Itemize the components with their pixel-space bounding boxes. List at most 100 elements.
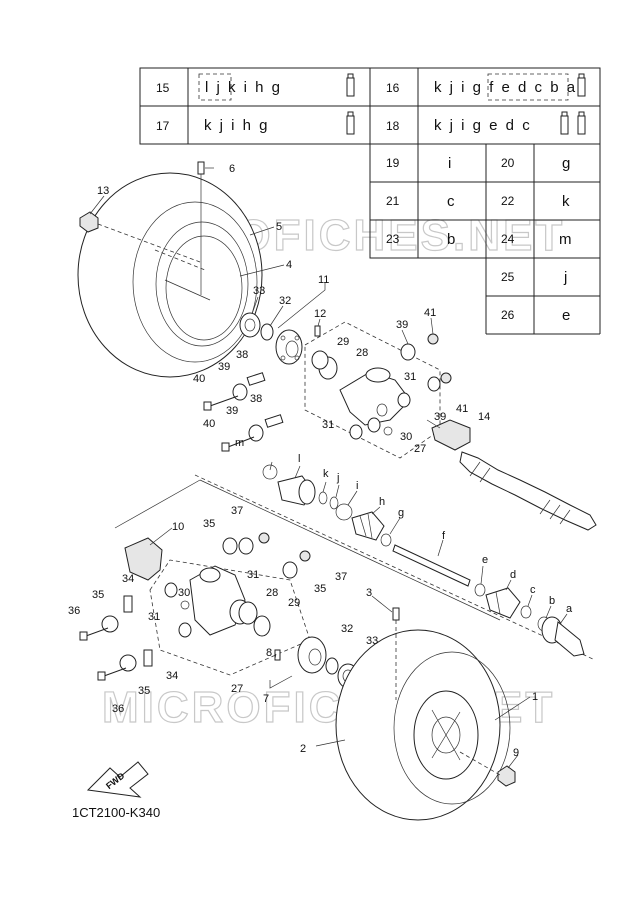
callout-12: 12 [314, 308, 326, 320]
band-g [380, 533, 392, 547]
stud-bolt-12 [314, 325, 321, 337]
clip-c [520, 605, 532, 619]
callout-g: g [398, 507, 404, 519]
callout-39-left-a: 39 [218, 361, 230, 373]
callout-9: 9 [513, 747, 519, 759]
callout-i: i [356, 480, 358, 492]
circlip-30-upper [383, 426, 393, 436]
callout-j: j [336, 472, 339, 484]
kit-row-18-num: 18 [386, 119, 400, 133]
ref-20-num: 20 [501, 156, 515, 170]
callout-2: 2 [300, 743, 306, 755]
kit-16-dashed-box [487, 73, 569, 101]
ref-table: 19 i 20 g 21 c 22 k 23 b 24 m 25 j 26 e [369, 143, 601, 335]
ref-23-letter: b [447, 231, 457, 248]
knuckle-lower [189, 565, 251, 636]
grease-tube-icon [346, 73, 355, 97]
leader-lines [89, 167, 568, 769]
cv-joint-a [541, 616, 585, 657]
callout-l: l [298, 453, 300, 465]
boot-h [351, 511, 385, 541]
callout-39-right: 39 [434, 411, 446, 423]
cv-joint-l [277, 475, 316, 506]
grease-tube-icon [577, 73, 586, 97]
callout-7: 7 [263, 693, 269, 705]
grease-tube-icon [346, 111, 355, 135]
kit-row-15-num: 15 [156, 81, 170, 95]
ref-24-letter: m [559, 231, 574, 248]
kit-row-17-num: 17 [156, 119, 170, 133]
drive-shaft-assembly [459, 451, 597, 531]
valve-stem-lower [392, 607, 400, 700]
hub-lower [297, 636, 327, 674]
callout-30-upper: 30 [400, 431, 412, 443]
valve-stem [197, 161, 205, 295]
kit-row-16-letters: k j i g f e d c b a [434, 79, 577, 96]
callout-39-left-b: 39 [226, 405, 238, 417]
callout-35-bottom: 35 [138, 685, 150, 697]
callout-35-left: 35 [92, 589, 104, 601]
callout-38-bottom: 38 [250, 393, 262, 405]
bushings-lower [164, 532, 311, 638]
callout-29-lower: 29 [288, 597, 300, 609]
clip-k [318, 491, 328, 505]
callout-m-text: m [235, 437, 244, 449]
callout-6: 6 [229, 163, 235, 175]
callout-35-right: 35 [314, 583, 326, 595]
callout-k: k [323, 468, 329, 480]
kit-row-17-letters: k j i h g [204, 117, 270, 134]
seal-32-upper [260, 323, 274, 341]
bracket-14 [431, 419, 471, 451]
callout-5: 5 [276, 221, 282, 233]
callout-4: 4 [286, 259, 292, 271]
ref-26-letter: e [562, 307, 572, 324]
wheel-nut-lower [459, 751, 516, 787]
callout-a: a [566, 603, 573, 615]
callouts: 6 13 5 4 11 33 32 12 39 41 29 28 38 39 4… [68, 163, 573, 759]
kit-table: 15 l j k i h g 16 k j i g f e d c b a 17… [139, 67, 601, 145]
rear-tire-lower [335, 629, 511, 821]
callout-34-top: 34 [122, 573, 134, 585]
callout-13: 13 [97, 185, 109, 197]
callout-40-bottom: 40 [203, 418, 215, 430]
band-i [335, 503, 353, 521]
callout-37-top: 37 [231, 505, 243, 517]
clip-j [329, 496, 339, 510]
callout-14: 14 [478, 411, 490, 423]
callout-h: h [379, 496, 385, 508]
ref-25-num: 25 [501, 270, 515, 284]
callout-29-upper: 29 [337, 336, 349, 348]
kit-row-18-letters: k j i g e d c [434, 117, 532, 134]
wheel-nut-upper [79, 211, 201, 263]
circlip-30-lower [180, 600, 190, 610]
ref-22-num: 22 [501, 194, 515, 208]
callout-1: 1 [532, 691, 538, 703]
callout-33-lower: 33 [366, 635, 378, 647]
callout-34-bottom: 34 [166, 670, 178, 682]
band-e [474, 583, 486, 597]
grease-tube-icon [560, 111, 586, 135]
callout-41-right: 41 [456, 403, 468, 415]
callout-35-top: 35 [203, 518, 215, 530]
boot-d [485, 587, 521, 619]
callout-8: 8 [266, 647, 272, 659]
callout-c: c [530, 584, 536, 596]
ref-26-num: 26 [501, 308, 515, 322]
callout-31-lower-left: 31 [148, 611, 160, 623]
callout-11: 11 [318, 274, 329, 286]
kit-row-16-num: 16 [386, 81, 400, 95]
oring-m [262, 464, 278, 480]
ref-19-num: 19 [386, 156, 400, 170]
callout-f: f [442, 530, 446, 542]
callout-32-lower: 32 [341, 623, 353, 635]
callout-b: b [549, 595, 555, 607]
callout-30-lower: 30 [178, 587, 190, 599]
callout-28-lower: 28 [266, 587, 278, 599]
callout-36-bottom: 36 [112, 703, 124, 715]
callout-40-top: 40 [193, 373, 205, 385]
seal-32-lower [325, 657, 339, 675]
bearing-33-upper [239, 312, 261, 338]
guide-line [114, 479, 201, 529]
callout-d: d [510, 569, 516, 581]
ref-23-num: 23 [386, 232, 400, 246]
